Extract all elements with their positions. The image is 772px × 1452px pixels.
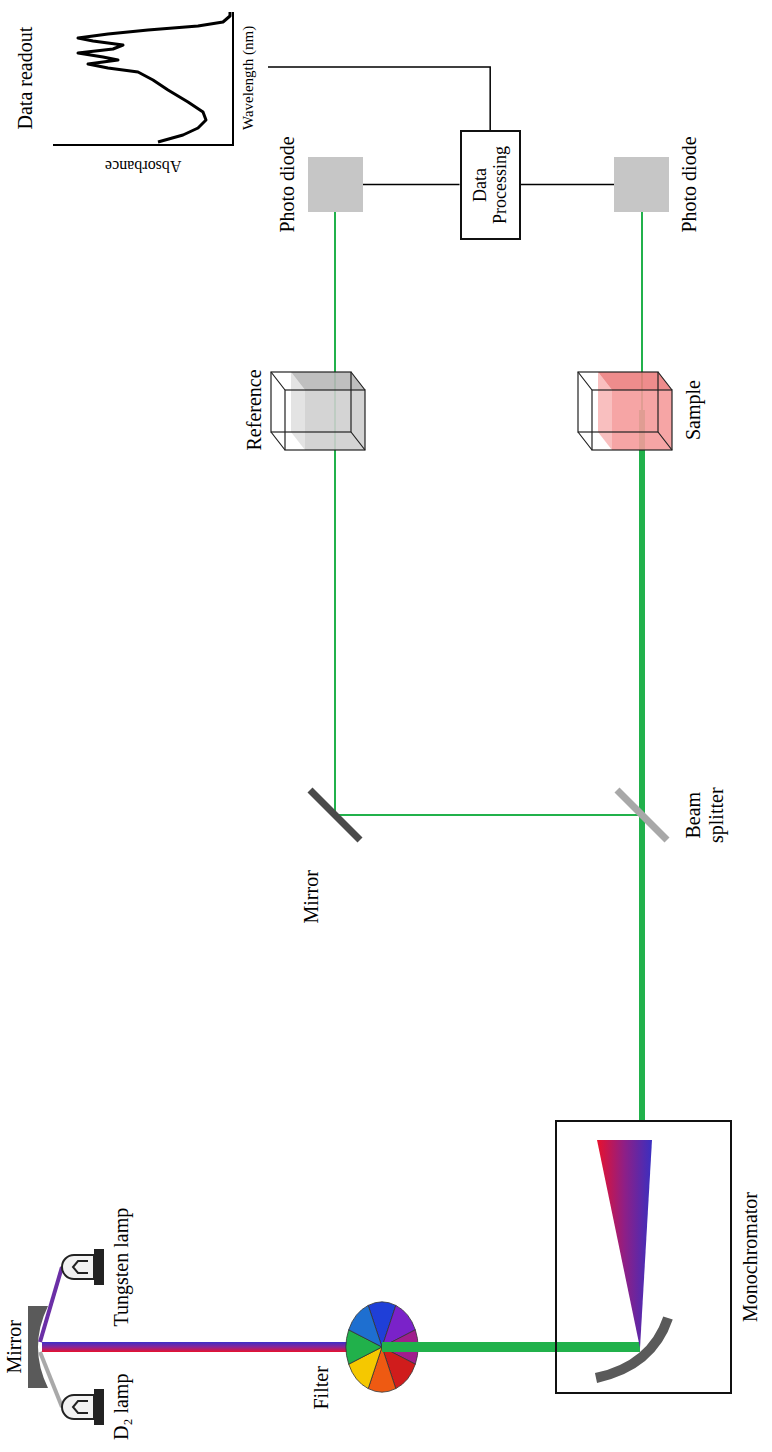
filter-segment — [349, 1305, 382, 1347]
sample-beam — [639, 410, 645, 1120]
tungsten-lamp-symbol — [62, 1249, 104, 1285]
part-label: Filter — [310, 1366, 333, 1409]
signal-wire — [521, 184, 614, 186]
process-label: Data Processing — [470, 146, 511, 224]
lamp-filament — [73, 1261, 88, 1273]
flat-mirror — [310, 790, 360, 840]
lamp-base — [94, 1389, 104, 1425]
part-label: Beam splitter — [682, 787, 728, 843]
cuvette-outline — [271, 372, 365, 450]
part-label: Mirror — [3, 1320, 26, 1373]
d2-ray — [40, 1352, 62, 1407]
component-label: Photo diode — [678, 136, 701, 232]
part-label: Sample — [682, 380, 705, 440]
component-label: Photo diode — [276, 136, 299, 232]
cuvette-liquid — [305, 390, 365, 450]
reference-beam — [335, 212, 642, 815]
reference-cuvette — [271, 372, 365, 450]
lamp-filament — [73, 1401, 88, 1413]
cuvette-outline — [285, 390, 365, 450]
lamp-bulb — [62, 1395, 94, 1419]
process-box: Data Processing — [460, 130, 521, 240]
d2-lamp-symbol — [62, 1389, 104, 1425]
part-label: Tungsten lamp — [110, 1208, 133, 1327]
part-label: Mirror — [300, 870, 323, 923]
beam-splitter-symbol — [617, 790, 667, 840]
cuvette-liquid — [291, 372, 365, 390]
chart-axes — [53, 12, 233, 145]
cuvette-liquid — [598, 372, 672, 390]
spectrum-curve — [78, 12, 230, 142]
cuvette-outline — [578, 372, 672, 450]
readout-chart: Data readoutAbsorbance Wavelength (nm) — [8, 5, 268, 190]
lamp-bulb — [62, 1255, 94, 1279]
part-label: D₂ lamp — [110, 1374, 133, 1440]
tungsten-ray — [40, 1267, 62, 1342]
cuvette-outline — [271, 372, 351, 432]
dispersed-spectrum — [597, 1140, 652, 1348]
white-light-beam — [42, 1342, 382, 1352]
signal-wire — [363, 184, 460, 186]
axis-label: Absorbance — [105, 157, 181, 175]
monochromator-box: Monochromator — [555, 1120, 732, 1394]
part-label: Reference — [243, 369, 266, 450]
signal-wire — [268, 67, 490, 130]
axis-label: Wavelength (nm) — [240, 26, 257, 130]
cuvette-liquid — [612, 390, 672, 450]
component-label: Monochromator — [739, 1192, 762, 1322]
photodiode-square: Photo diode — [614, 157, 669, 212]
chart-title: Data readout — [14, 27, 37, 130]
photodiode-square: Photo diode — [308, 157, 363, 212]
sample-cuvette — [578, 372, 672, 450]
cuvette-outline — [578, 372, 658, 432]
lamp-base — [94, 1249, 104, 1285]
green-beam — [382, 1342, 640, 1352]
cuvette-outline — [592, 390, 672, 450]
grating — [596, 1318, 668, 1378]
